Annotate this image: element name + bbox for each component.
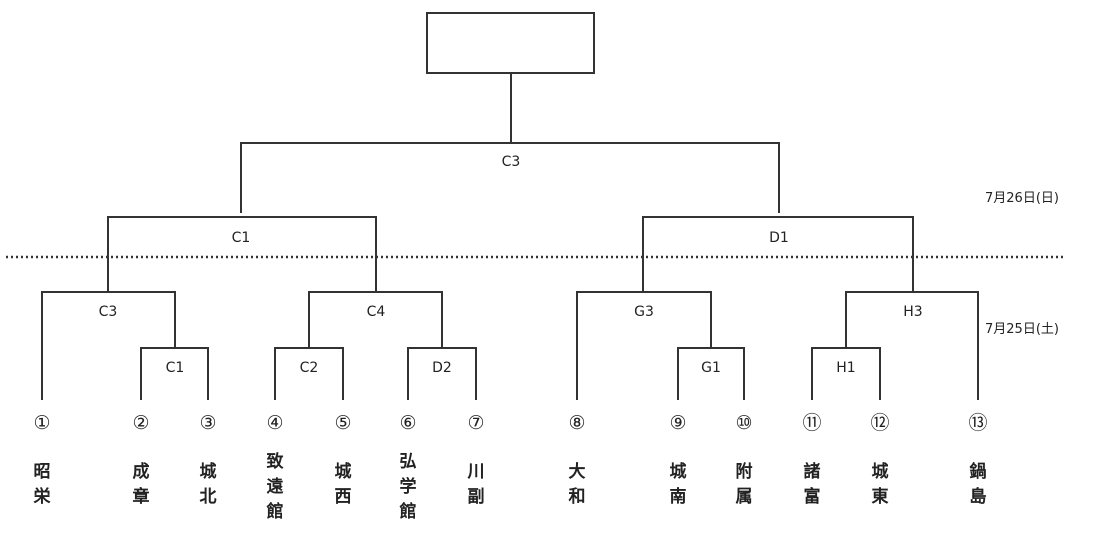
- match-11-12-bracket-line: [811, 347, 881, 400]
- match-label-11-12: H1: [836, 360, 855, 376]
- date-label-day1: 7月25日(土): [985, 322, 1059, 337]
- right-b-bracket-line: [845, 291, 979, 400]
- match-4-5-bracket-line: [274, 347, 344, 400]
- team-name-char: 昭: [34, 462, 51, 482]
- team-name-char: 副: [468, 487, 485, 507]
- match-label-left-a: C3: [99, 304, 118, 320]
- team-name-char: 東: [872, 486, 889, 507]
- team-name-char: 南: [670, 486, 687, 507]
- team-name-char: 西: [335, 487, 352, 507]
- match-label-right-a: G3: [634, 304, 654, 320]
- team-name-char: 学: [400, 476, 417, 497]
- left-a-bracket-line: [41, 291, 176, 400]
- team-name-char: 栄: [33, 486, 52, 507]
- match-label-final: C3: [502, 154, 521, 170]
- match-label-right-semi: D1: [769, 230, 789, 246]
- match-label-9-10: G1: [701, 360, 721, 376]
- match-label-2-3: C1: [166, 360, 185, 376]
- team-name-char: 致: [267, 451, 285, 472]
- team-seed: ⑥: [399, 412, 416, 434]
- team-seed: ⑪: [802, 412, 821, 434]
- match-6-7-bracket-line: [407, 347, 477, 400]
- team-name-char: 城: [872, 462, 889, 482]
- team-seed: ⑫: [870, 412, 889, 434]
- team-seed: ⑬: [968, 412, 987, 434]
- team-name-char: 鍋: [970, 461, 987, 482]
- champion-box: [426, 12, 595, 74]
- team-name-char: 弘: [400, 452, 417, 472]
- team-name-char: 城: [335, 462, 352, 482]
- final-bracket-line: [240, 142, 780, 213]
- team-name-char: 大: [569, 461, 586, 482]
- team-seed: ②: [132, 412, 149, 434]
- team-name-char: 遠: [267, 477, 284, 497]
- team-seed: ⑤: [334, 412, 351, 434]
- team-name-char: 城: [200, 462, 217, 482]
- match-label-right-b: H3: [903, 304, 922, 320]
- team-seed: ③: [199, 412, 216, 434]
- team-name-char: 館: [399, 501, 417, 522]
- team-seed: ④: [266, 412, 283, 434]
- team-name-char: 成: [133, 461, 150, 482]
- team-name-char: 北: [200, 487, 217, 507]
- team-name-char: 附: [736, 461, 753, 482]
- team-seed: ⑨: [669, 412, 686, 434]
- right-a-bracket-line: [576, 291, 712, 400]
- right-semi-bracket-line: [642, 216, 914, 292]
- team-name-char: 館: [266, 501, 284, 522]
- left-semi-bracket-line: [107, 216, 377, 292]
- match-label-4-5: C2: [300, 360, 319, 376]
- team-name-char: 富: [804, 486, 821, 507]
- team-name-char: 城: [670, 462, 687, 482]
- team-name-char: 諸: [804, 461, 821, 482]
- left-b-bracket-line: [308, 291, 443, 348]
- team-name-char: 章: [133, 486, 150, 507]
- date-label-day2: 7月26日(日): [985, 191, 1059, 206]
- match-label-left-semi: C1: [232, 230, 251, 246]
- match-2-3-bracket-line: [140, 347, 209, 400]
- team-name-char: 和: [569, 487, 586, 507]
- team-seed: ⑦: [467, 412, 484, 434]
- match-9-10-bracket-line: [677, 347, 745, 400]
- match-label-6-7: D2: [432, 360, 452, 376]
- team-seed: ⑩: [735, 412, 752, 434]
- team-name-char: 川: [467, 462, 485, 482]
- team-name-char: 島: [970, 486, 987, 507]
- team-seed: ⑧: [568, 412, 585, 434]
- team-seed: ①: [33, 412, 50, 434]
- team-name-char: 属: [736, 487, 753, 507]
- match-label-left-b: C4: [367, 304, 386, 320]
